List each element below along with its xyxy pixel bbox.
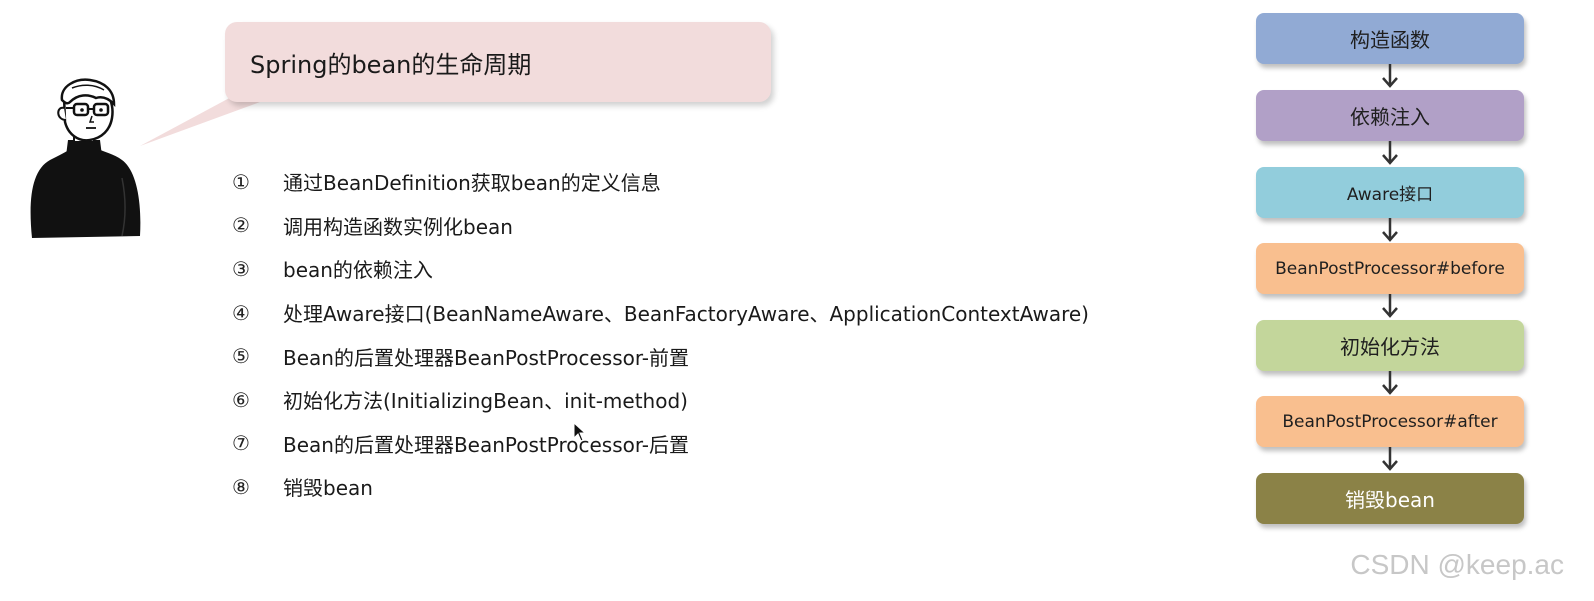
arrow-down-icon xyxy=(1382,294,1398,318)
arrow-down-icon xyxy=(1382,218,1398,242)
watermark: CSDN @keep.ac xyxy=(1350,549,1564,580)
step-number: ⑥ xyxy=(232,387,250,412)
character-illustration xyxy=(30,78,141,238)
flow-node-label: 依赖注入 xyxy=(1350,105,1430,129)
step-text: 初始化方法(InitializingBean、init-method) xyxy=(283,389,688,414)
step-text: 处理Aware接口(BeanNameAware、BeanFactoryAware… xyxy=(283,302,1089,327)
list-item: ⑥ 初始化方法(InitializingBean、init-method) xyxy=(232,378,1152,422)
step-number: ② xyxy=(232,213,250,238)
step-text: bean的依赖注入 xyxy=(283,258,433,283)
speech-bubble: Spring的bean的生命周期 xyxy=(225,22,771,102)
arrow-down-icon xyxy=(1382,141,1398,165)
step-number: ⑦ xyxy=(232,431,250,456)
bubble-title: Spring的bean的生命周期 xyxy=(250,50,532,79)
list-item: ③ bean的依赖注入 xyxy=(232,247,1152,291)
step-text: 销毁bean xyxy=(283,476,373,501)
list-item: ⑤ Bean的后置处理器BeanPostProcessor-前置 xyxy=(232,334,1152,378)
flow-node-constructor: 构造函数 xyxy=(1256,13,1524,64)
step-number: ④ xyxy=(232,300,250,325)
step-number: ③ xyxy=(232,256,250,281)
flow-node-label: 销毁bean xyxy=(1345,488,1435,512)
flow-node-label: 初始化方法 xyxy=(1340,335,1440,359)
mouse-pointer-icon xyxy=(573,422,587,442)
step-text: Bean的后置处理器BeanPostProcessor-前置 xyxy=(283,345,690,370)
list-item: ⑧ 销毁bean xyxy=(232,465,1152,509)
step-number: ① xyxy=(232,169,250,194)
arrow-down-icon xyxy=(1382,447,1398,471)
step-text: 通过BeanDefinition获取bean的定义信息 xyxy=(283,171,661,196)
arrow-down-icon xyxy=(1382,371,1398,395)
step-number: ⑤ xyxy=(232,344,250,369)
flow-node-postprocessor-after: BeanPostProcessor#after xyxy=(1256,396,1524,447)
flow-node-init-method: 初始化方法 xyxy=(1256,320,1524,371)
flow-node-destroy: 销毁bean xyxy=(1256,473,1524,524)
list-item: ⑦ Bean的后置处理器BeanPostProcessor-后置 xyxy=(232,422,1152,466)
flow-node-dependency-injection: 依赖注入 xyxy=(1256,90,1524,141)
step-text: 调用构造函数实例化bean xyxy=(283,214,513,239)
arrow-down-icon xyxy=(1382,64,1398,88)
list-item: ④ 处理Aware接口(BeanNameAware、BeanFactoryAwa… xyxy=(232,291,1152,335)
list-item: ② 调用构造函数实例化bean xyxy=(232,204,1152,248)
flow-node-aware: Aware接口 xyxy=(1256,167,1524,218)
step-number: ⑧ xyxy=(232,474,250,499)
step-text: Bean的后置处理器BeanPostProcessor-后置 xyxy=(283,432,690,457)
lifecycle-steps-list: ① 通过BeanDefinition获取bean的定义信息 ② 调用构造函数实例… xyxy=(232,160,1152,509)
flow-node-label: 构造函数 xyxy=(1350,28,1430,52)
flow-node-postprocessor-before: BeanPostProcessor#before xyxy=(1256,243,1524,294)
flow-node-label: Aware接口 xyxy=(1346,185,1434,205)
list-item: ① 通过BeanDefinition获取bean的定义信息 xyxy=(232,160,1152,204)
flow-node-label: BeanPostProcessor#before xyxy=(1275,258,1505,279)
speech-bubble-tail xyxy=(140,88,260,146)
flow-node-label: BeanPostProcessor#after xyxy=(1282,411,1498,432)
